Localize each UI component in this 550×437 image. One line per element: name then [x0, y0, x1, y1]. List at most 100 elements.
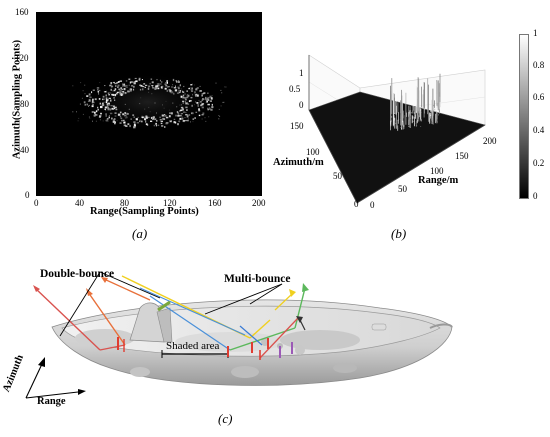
noise-pixel — [219, 115, 221, 117]
scatter-pixel — [162, 118, 166, 120]
scatter-pixel — [123, 85, 126, 87]
noise-pixel — [218, 108, 220, 110]
noise-pixel — [106, 90, 108, 92]
scatter-pixel — [142, 88, 144, 91]
scatter-pixel — [87, 100, 90, 102]
noise-pixel — [84, 93, 86, 95]
scatter-pixel — [187, 114, 191, 116]
shaded-area-label: Shaded area — [166, 340, 220, 352]
scatter-pixel — [138, 77, 141, 80]
scatter-pixel — [126, 116, 128, 119]
scatter-pixel — [197, 104, 199, 107]
scatter-pixel — [106, 119, 108, 122]
scatter-pixel — [97, 89, 99, 91]
scatter-pixel — [151, 86, 154, 88]
panel-a-image — [36, 12, 262, 196]
panel-b-range-tick-1: 50 — [398, 184, 407, 194]
scatter-pixel — [127, 123, 130, 125]
noise-pixel — [211, 95, 213, 97]
scatter-pixel — [114, 88, 117, 90]
scatter-pixel — [142, 116, 145, 118]
scatter-pixel — [86, 103, 88, 106]
scatter-pixel — [118, 81, 120, 83]
scatter-pixel — [110, 85, 113, 88]
scatter-pixel — [207, 99, 210, 101]
scatter-pixel — [201, 93, 205, 95]
scatter-pixel — [210, 108, 213, 111]
noise-pixel — [148, 106, 150, 108]
scatter-pixel — [114, 121, 116, 124]
scatter-pixel — [117, 84, 120, 87]
scatter-pixel — [134, 81, 136, 83]
noise-pixel — [126, 87, 128, 88]
scatter-pixel — [112, 93, 115, 96]
scatter-pixel — [92, 104, 94, 106]
scatter-pixel — [121, 119, 123, 122]
scatter-pixel — [139, 88, 142, 91]
noise-pixel — [122, 92, 123, 94]
scatter-pixel — [124, 114, 127, 117]
panel-a: 160 120 80 40 0 0 40 80 120 160 200 Rang… — [0, 0, 275, 250]
scatter-pixel — [133, 85, 135, 88]
scatter-pixel — [175, 114, 178, 117]
scatter-pixel — [201, 93, 203, 95]
noise-pixel — [148, 91, 150, 93]
panel-b-range-tick-4: 200 — [483, 136, 497, 146]
scatter-pixel — [112, 90, 114, 92]
scatter-pixel — [185, 114, 188, 116]
scatter-pixel — [180, 95, 183, 98]
scatter-pixel — [194, 91, 196, 94]
scatter-pixel — [129, 124, 131, 128]
panel-a-xtick-1: 40 — [75, 198, 84, 208]
noise-pixel — [171, 90, 173, 92]
scatter-pixel — [125, 80, 128, 82]
scatter-pixel — [105, 94, 107, 97]
scatter-pixel — [159, 116, 161, 119]
noise-pixel — [78, 117, 80, 119]
panel-a-xlabel: Range(Sampling Points) — [90, 206, 199, 217]
scatter-pixel — [207, 92, 209, 94]
scatter-pixel — [161, 118, 164, 121]
scatter-pixel — [173, 87, 177, 89]
scatter-pixel — [122, 113, 124, 116]
noise-pixel — [91, 96, 92, 98]
panel-a-ytick-0: 160 — [15, 7, 29, 17]
scatter-pixel — [135, 118, 138, 121]
scatter-pixel — [210, 97, 213, 100]
panel-b-caption: (b) — [391, 226, 407, 241]
scatter-pixel — [209, 95, 212, 98]
scatter-pixel — [124, 92, 127, 94]
scatter-pixel — [145, 84, 148, 86]
scatter-pixel — [151, 85, 154, 87]
scatter-pixel — [110, 108, 112, 111]
scatter-pixel — [114, 106, 117, 109]
scatter-pixel — [92, 102, 95, 104]
noise-pixel — [222, 101, 224, 103]
scatter-pixel — [141, 79, 143, 81]
noise-pixel — [205, 120, 207, 122]
noise-pixel — [199, 85, 201, 87]
panel-b-azimuth-tick-2: 50 — [333, 171, 342, 181]
scatter-pixel — [156, 125, 157, 127]
scatter-pixel — [201, 94, 203, 97]
noise-pixel — [84, 104, 86, 106]
scatter-pixel — [202, 112, 205, 115]
scatter-pixel — [117, 86, 119, 88]
scatter-pixel — [145, 120, 147, 123]
scatter-pixel — [175, 80, 178, 82]
scatter-pixel — [152, 116, 155, 118]
scatter-pixel — [177, 87, 180, 90]
scatter-pixel — [151, 81, 154, 84]
scatter-pixel — [207, 103, 210, 106]
scatter-pixel — [202, 98, 204, 100]
scatter-pixel — [132, 81, 135, 83]
scatter-pixel — [154, 118, 157, 121]
scatter-pixel — [142, 86, 145, 88]
noise-pixel — [178, 121, 180, 123]
noise-pixel — [103, 101, 105, 103]
scatter-pixel — [169, 112, 171, 114]
scatter-pixel — [164, 87, 167, 90]
scatter-pixel — [201, 106, 204, 109]
scatter-pixel — [123, 88, 126, 91]
panel-b-ztick-2: 0 — [299, 100, 304, 110]
